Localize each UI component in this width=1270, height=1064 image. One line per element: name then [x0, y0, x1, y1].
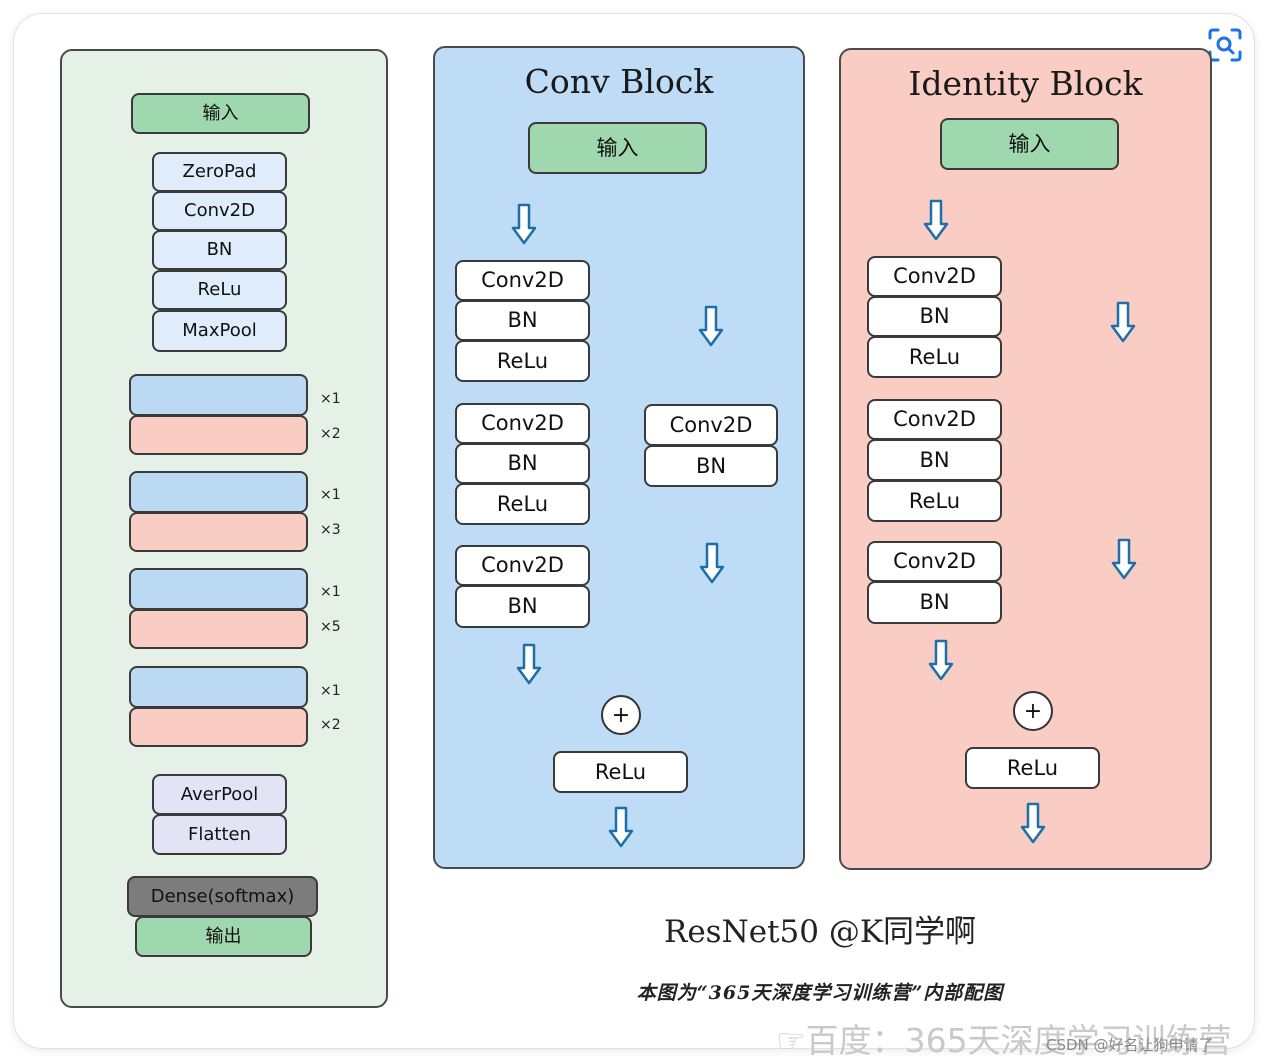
down-arrow-icon	[511, 203, 537, 249]
id-main-bn-2: BN	[867, 439, 1002, 481]
id-main-bn-1: BN	[867, 296, 1002, 337]
identity-final-relu: ReLu	[965, 747, 1100, 789]
stem-zeropad: ZeroPad	[152, 152, 287, 192]
stage3-conv-block	[129, 568, 308, 610]
stage1-identity-multiplier: ×2	[320, 426, 341, 442]
stage3-conv-multiplier: ×1	[320, 584, 341, 600]
down-arrow-icon	[698, 305, 724, 351]
averpool-box: AverPool	[152, 774, 287, 815]
identity-add-node: +	[1013, 691, 1053, 731]
figure-caption-subtitle: 本图为“365天深度学习训练营”内部配图	[636, 982, 1004, 1004]
id-main-conv2d-2: Conv2D	[867, 399, 1002, 440]
stage1-conv-block	[129, 374, 308, 416]
conv-final-relu: ReLu	[553, 751, 688, 793]
stage3-identity-multiplier: ×5	[320, 619, 341, 635]
flatten-box: Flatten	[152, 814, 287, 855]
conv-main-conv2d-3: Conv2D	[455, 545, 590, 586]
down-arrow-icon	[928, 639, 954, 685]
left-input-box: 输入	[131, 93, 310, 134]
conv-main-bn-1: BN	[455, 300, 590, 341]
stage3-identity-block	[129, 609, 308, 649]
stage2-identity-multiplier: ×3	[320, 522, 341, 538]
stage2-conv-multiplier: ×1	[320, 487, 341, 503]
down-arrow-icon	[1111, 538, 1137, 584]
stage1-conv-multiplier: ×1	[320, 391, 341, 407]
identity-block-title: Identity Block	[908, 64, 1143, 103]
conv-shortcut-conv2d: Conv2D	[644, 404, 778, 446]
stage4-identity-multiplier: ×2	[320, 717, 341, 733]
stage4-identity-block	[129, 707, 308, 747]
down-arrow-icon	[1110, 301, 1136, 347]
csdn-watermark: CSDN @好名让狗申请了	[1046, 1036, 1214, 1054]
stage2-conv-block	[129, 471, 308, 513]
id-main-conv2d-3: Conv2D	[867, 541, 1002, 582]
conv-block-input-box: 输入	[528, 122, 707, 174]
conv-block-title: Conv Block	[524, 62, 714, 101]
stage1-identity-block	[129, 415, 308, 455]
figure-caption-title: ResNet50 @K同学啊	[664, 914, 976, 950]
identity-block-input-box: 输入	[940, 118, 1119, 170]
stage4-conv-multiplier: ×1	[320, 683, 341, 699]
dense-softmax-box: Dense(softmax)	[127, 876, 318, 917]
id-main-bn-3: BN	[867, 581, 1002, 624]
stem-relu: ReLu	[152, 270, 287, 310]
id-main-conv2d-1: Conv2D	[867, 256, 1002, 297]
conv-main-bn-2: BN	[455, 443, 590, 484]
conv-add-node: +	[601, 695, 641, 735]
id-main-relu-2: ReLu	[867, 480, 1002, 522]
down-arrow-icon	[923, 199, 949, 245]
conv-main-conv2d-1: Conv2D	[455, 260, 590, 301]
stage4-conv-block	[129, 666, 308, 708]
baidu-watermark: ☞百度：365天深度学习训练营	[776, 1021, 1232, 1060]
conv-main-relu-1: ReLu	[455, 340, 590, 382]
conv-main-relu-2: ReLu	[455, 483, 590, 525]
down-arrow-icon	[1020, 802, 1046, 848]
conv-main-conv2d-2: Conv2D	[455, 403, 590, 444]
down-arrow-icon	[699, 542, 725, 588]
stem-maxpool: MaxPool	[152, 310, 287, 352]
stem-bn: BN	[152, 230, 287, 270]
conv-shortcut-bn: BN	[644, 445, 778, 487]
down-arrow-icon	[608, 806, 634, 852]
identity-block-panel	[839, 48, 1212, 870]
down-arrow-icon	[516, 643, 542, 689]
output-box: 输出	[135, 916, 312, 957]
id-main-relu-1: ReLu	[867, 336, 1002, 378]
stage2-identity-block	[129, 512, 308, 552]
conv-main-bn-3: BN	[455, 585, 590, 628]
stem-conv2d: Conv2D	[152, 191, 287, 231]
